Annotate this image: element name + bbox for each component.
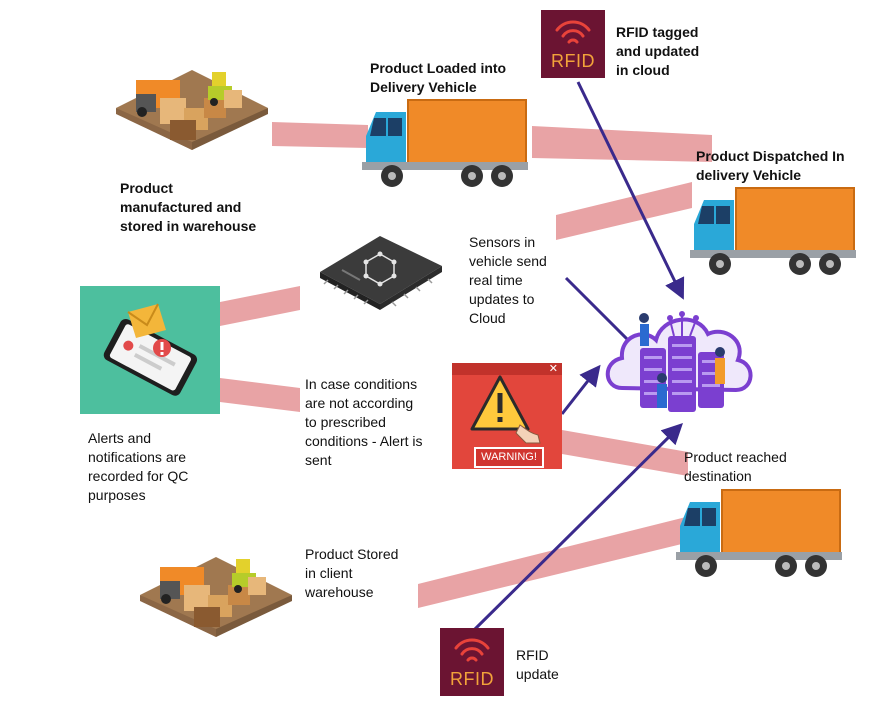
- connector-loaded-to-dispatched: [532, 126, 712, 162]
- warning-triangle-icon: [470, 375, 541, 444]
- arrow-rfid-to-cloud: [576, 81, 685, 300]
- label-stored-client: Product Stored in client warehouse: [305, 546, 399, 600]
- rfid-bottom-text: RFID: [450, 669, 494, 689]
- truck-reached-icon: [676, 489, 842, 577]
- label-sensors: Sensors in vehicle send real time update…: [469, 234, 547, 326]
- warning-caption: WARNING!: [474, 447, 544, 468]
- connector-phone-to-conditions: [220, 378, 300, 412]
- truck-loaded-icon: [362, 99, 528, 187]
- rfid-tag-icon: RFID: [541, 10, 605, 78]
- connector-warning-to-reached: [562, 430, 688, 476]
- label-alerts: Alerts and notifications are recorded fo…: [88, 430, 189, 503]
- arrow-rfid-update-to-cloud: [470, 423, 683, 634]
- connector-warehouse-to-loaded: [272, 122, 368, 148]
- cloud-server-icon: [605, 311, 753, 412]
- client-warehouse-icon: [140, 557, 292, 637]
- label-rfid-tagged: RFID tagged and updated in cloud: [616, 24, 700, 78]
- close-icon: ✕: [548, 363, 558, 375]
- label-loaded: Product Loaded into Delivery Vehicle: [370, 60, 507, 95]
- label-manufactured: Product manufactured and stored in wareh…: [120, 180, 257, 234]
- warning-popup-icon: ✕ WARNING!: [452, 363, 562, 469]
- label-conditions: In case conditions are not according to …: [305, 376, 423, 468]
- label-dispatched: Product Dispatched In delivery Vehicle: [696, 148, 845, 183]
- label-reached: Product reached destination: [684, 449, 787, 484]
- rfid-top-text: RFID: [551, 51, 595, 71]
- sensor-chip-icon: [320, 236, 442, 310]
- truck-dispatched-icon: [690, 187, 856, 275]
- connector-phone-to-sensor: [220, 286, 300, 326]
- connector-reached-to-client: [418, 516, 690, 608]
- phone-alert-icon: [80, 286, 220, 414]
- rfid-update-icon: RFID: [440, 628, 504, 696]
- arrow-warning-to-cloud: [560, 364, 601, 415]
- warehouse-icon: [116, 70, 268, 150]
- connector-dispatched-to-sensor: [556, 182, 692, 240]
- label-rfid-update: RFID update: [516, 647, 559, 682]
